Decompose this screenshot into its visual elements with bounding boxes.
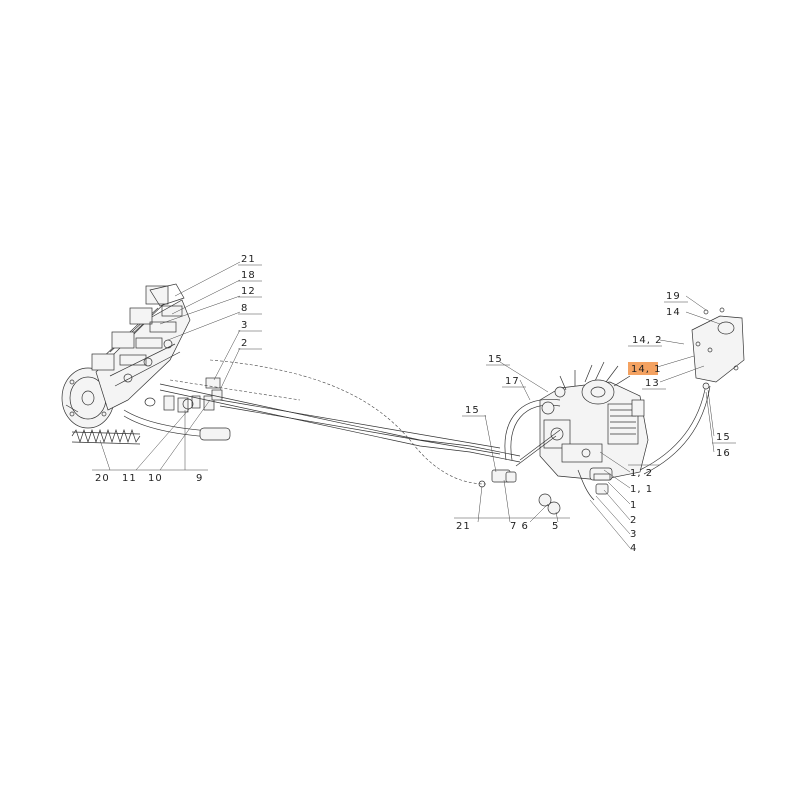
highlight-box [628,362,658,375]
callout-7-6[interactable]: 7 6 [510,521,529,532]
callout-1[interactable]: 1 [630,500,637,511]
callout-13[interactable]: 13 [645,378,660,389]
callout-21-mid[interactable]: 21 [456,521,471,532]
callout-5[interactable]: 5 [552,521,559,532]
quick-couplers [478,469,561,515]
hose-fittings-left [123,377,231,441]
callout-14[interactable]: 14 [666,307,681,318]
leader-lines [99,261,721,549]
pump-motor-assembly [61,283,191,429]
callout-10[interactable]: 10 [148,473,163,484]
callout-20[interactable]: 20 [95,473,110,484]
callout-15-top[interactable]: 15 [488,354,503,365]
fuel-tank-assembly [639,307,745,475]
callout-1-2[interactable]: 1, 2 [630,468,653,479]
callout-15-right[interactable]: 15 [716,432,731,443]
callout-2-left[interactable]: 2 [241,338,248,349]
callout-16[interactable]: 16 [716,448,731,459]
callout-labels: 21 18 12 8 3 2 20 11 10 9 15 17 15 21 7 … [95,254,731,554]
callout-9[interactable]: 9 [196,473,203,484]
spring [71,428,141,445]
callout-17[interactable]: 17 [505,376,520,387]
callout-11[interactable]: 11 [122,473,137,484]
callout-14-2[interactable]: 14, 2 [632,335,662,346]
callout-15-mid[interactable]: 15 [465,405,480,416]
callout-12[interactable]: 12 [241,286,256,297]
callout-3-left[interactable]: 3 [241,320,248,331]
callout-18[interactable]: 18 [241,270,256,281]
callout-3-right[interactable]: 3 [630,529,637,540]
callout-21-left[interactable]: 21 [241,254,256,265]
callout-4[interactable]: 4 [630,543,637,554]
callout-1-1[interactable]: 1, 1 [630,484,653,495]
callout-2-right[interactable]: 2 [630,515,637,526]
callout-19[interactable]: 19 [666,291,681,302]
engine-assembly [504,361,649,501]
long-pipes [159,359,521,485]
callout-8[interactable]: 8 [241,303,248,314]
callout-14-1[interactable]: 14, 1 [631,364,661,375]
label-underlines [92,264,736,519]
